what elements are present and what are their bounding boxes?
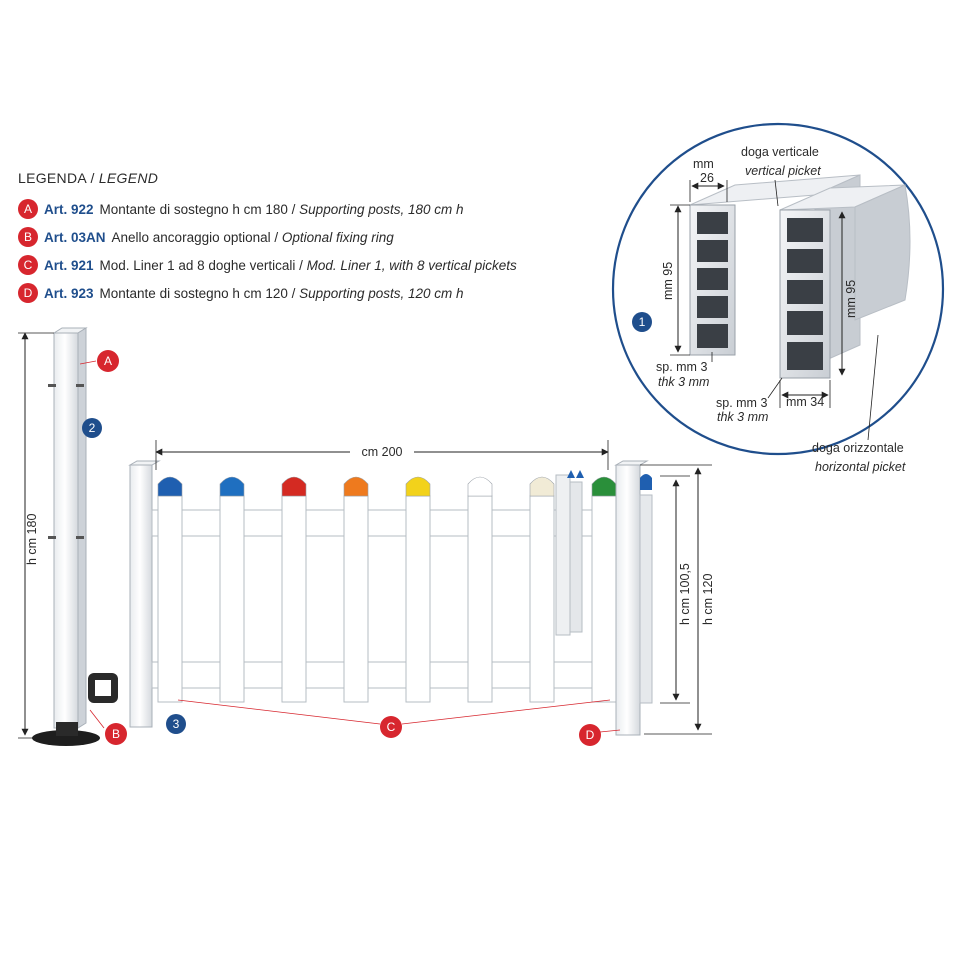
picket xyxy=(219,495,245,703)
picket xyxy=(405,495,431,703)
svg-text:D: D xyxy=(586,728,595,742)
profile-detail: mm 26 mm 95 mm 95 mm 34 sp. mm 3 thk 3 m… xyxy=(611,122,945,474)
post-180-height-label: h cm 180 xyxy=(25,514,39,565)
svg-text:B: B xyxy=(112,727,120,741)
article-code: Art. 922 xyxy=(44,201,94,217)
vertical-picket-label-it: doga verticale xyxy=(741,145,819,159)
article-code: Art. 923 xyxy=(44,285,94,301)
picket xyxy=(591,495,617,703)
fence-panel xyxy=(128,460,653,736)
thickness-horizontal-it: sp. mm 3 xyxy=(716,396,767,410)
badge-a xyxy=(97,350,119,372)
picket xyxy=(343,495,369,703)
picket-cap xyxy=(529,476,555,497)
vertical-picket-label-en: vertical picket xyxy=(745,164,821,178)
badge-d: D xyxy=(18,283,38,303)
badge-c: C xyxy=(18,255,38,275)
pickets xyxy=(157,476,617,703)
height-100-label: h cm 100,5 xyxy=(678,563,692,625)
picket-cap xyxy=(281,476,307,497)
horizontal-picket-profile xyxy=(779,184,911,379)
picket xyxy=(281,495,307,703)
thickness-horizontal-en: thk 3 mm xyxy=(717,410,768,424)
badge-3 xyxy=(166,714,186,734)
badge-d xyxy=(579,724,601,746)
badge-b: B xyxy=(18,227,38,247)
picket xyxy=(467,495,493,703)
picket-cap xyxy=(157,476,183,497)
legend-item-a: A Art. 922 Montante di sostegno h cm 180… xyxy=(18,195,618,223)
picket xyxy=(529,495,555,703)
legend-item-b: B Art. 03AN Anello ancoraggio optional /… xyxy=(18,223,618,251)
picket xyxy=(157,495,183,703)
svg-text:1: 1 xyxy=(639,315,646,329)
picket-cap xyxy=(405,476,431,497)
svg-text:3: 3 xyxy=(173,717,180,731)
badge-2 xyxy=(82,418,102,438)
picket-cap xyxy=(219,476,245,497)
article-code: Art. 921 xyxy=(44,257,94,273)
width-vertical-label: 26 xyxy=(700,171,714,185)
height-120-label: h cm 120 xyxy=(701,574,715,625)
picket-cap xyxy=(467,476,493,497)
width-horizontal-label: mm 34 xyxy=(786,395,824,409)
detail-mm-label: mm xyxy=(693,157,714,171)
thickness-vertical-it: sp. mm 3 xyxy=(656,360,707,374)
article-code: Art. 03AN xyxy=(44,229,106,245)
badge-a: A xyxy=(18,199,38,219)
horizontal-picket-label-it: doga orizzontale xyxy=(812,441,904,455)
svg-text:A: A xyxy=(104,354,112,368)
legend-item-d: D Art. 923 Montante di sostegno h cm 120… xyxy=(18,279,618,307)
width-200-label: cm 200 xyxy=(362,445,403,459)
picket-cap xyxy=(343,476,369,497)
legend: LEGENDA / LEGEND A Art. 922 Montante di … xyxy=(18,170,618,307)
fixing-ring-inset xyxy=(88,673,118,703)
height-vertical-label: mm 95 xyxy=(661,262,675,300)
fixing-ring-base xyxy=(32,730,100,746)
height-horizontal-label: mm 95 xyxy=(844,280,858,318)
horizontal-picket-label-en: horizontal picket xyxy=(815,460,906,474)
picket-cap xyxy=(591,476,617,497)
badge-1 xyxy=(632,312,652,332)
thickness-vertical-en: thk 3 mm xyxy=(658,375,709,389)
legend-title: LEGENDA / LEGEND xyxy=(18,170,159,186)
svg-text:2: 2 xyxy=(89,421,96,435)
badge-b xyxy=(105,723,127,745)
badge-c xyxy=(380,716,402,738)
legend-item-c: C Art. 921 Mod. Liner 1 ad 8 doghe verti… xyxy=(18,251,618,279)
svg-text:C: C xyxy=(387,720,396,734)
